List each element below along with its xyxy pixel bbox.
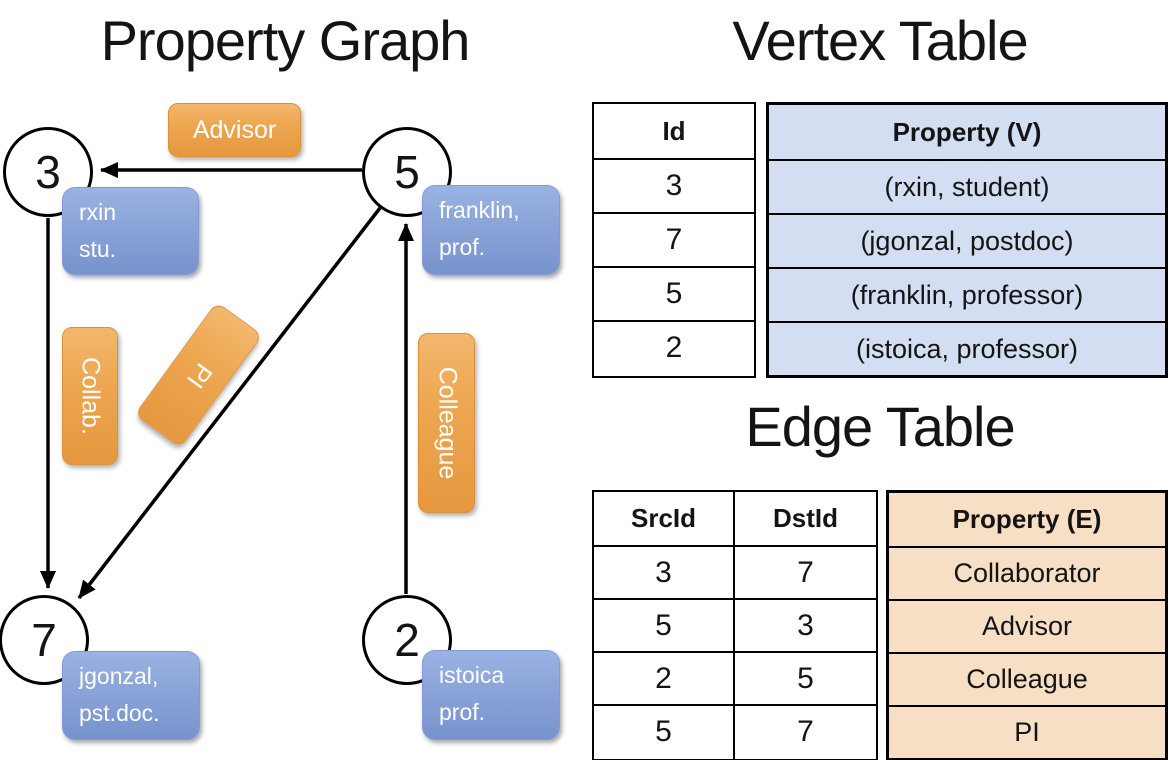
edge-arrow-5-to-7 — [77, 206, 382, 600]
edge-label-colleague: Colleague — [418, 333, 475, 513]
graph-node-2-id: 2 — [394, 614, 420, 666]
vertex-property-box-3: rxin stu. — [62, 187, 199, 275]
graph-node-5-id: 5 — [394, 146, 420, 198]
edge-label-pi-text: PI — [180, 357, 218, 394]
vertex-property-box-2-line1: istoica — [439, 662, 505, 688]
edge-table-title: Edge Table — [745, 395, 1015, 458]
vertex-table-id-column: Id 3 7 5 2 — [592, 102, 756, 378]
edge-table-row-property: Colleague — [889, 652, 1165, 705]
vertex-property-box-5: franklin, prof. — [422, 185, 560, 275]
vertex-property-box-5-line1: franklin, — [439, 197, 520, 223]
vertex-table-row-id: 7 — [594, 212, 754, 266]
vertex-table-row-id: 3 — [594, 158, 754, 212]
vertex-property-box-2: istoica prof. — [422, 650, 560, 740]
edge-table-header-dstid: DstId — [773, 503, 838, 533]
graph-node-3: 3 — [3, 127, 93, 217]
edge-table-row-property: Advisor — [889, 599, 1165, 652]
vertex-table-header-id: Id — [662, 115, 686, 146]
edge-table-row-property: Collaborator — [889, 546, 1165, 599]
edge-table-row-srcid: 3 — [594, 545, 733, 598]
graph-node-7-id: 7 — [31, 614, 57, 666]
vertex-property-box-7-line1: jgonzal, — [79, 663, 159, 689]
edge-table: SrcId 3 5 2 5 DstId 7 3 5 7 Property (E)… — [592, 490, 1168, 760]
vertex-table: Id 3 7 5 2 Property (V) (rxin, student) … — [592, 102, 1168, 378]
edge-label-collab-text: Collab. — [76, 357, 105, 435]
vertex-table-row-property: (istoica, professor) — [769, 321, 1165, 375]
edge-table-header-srcid: SrcId — [630, 503, 697, 533]
edge-table-property-column: Property (E) Collaborator Advisor Collea… — [886, 490, 1168, 760]
edge-label-advisor: Advisor — [168, 103, 301, 157]
edge-label-advisor-text: Advisor — [192, 115, 277, 144]
edge-table-row-property: PI — [889, 705, 1165, 758]
edge-table-dstid-column: DstId 7 3 5 7 — [735, 492, 876, 759]
edge-table-id-columns: SrcId 3 5 2 5 DstId 7 3 5 7 — [592, 490, 878, 760]
vertex-table-row-property: (franklin, professor) — [769, 267, 1165, 321]
edge-table-srcid-column: SrcId 3 5 2 5 — [594, 492, 735, 759]
edge-table-row-dstid: 3 — [735, 598, 876, 651]
edge-table-row-srcid: 5 — [594, 704, 733, 757]
vertex-table-row-property: (jgonzal, postdoc) — [769, 213, 1165, 267]
vertex-property-box-3-line2: stu. — [79, 236, 117, 262]
edge-table-row-dstid: 7 — [735, 704, 876, 757]
edge-table-row-dstid: 7 — [735, 545, 876, 598]
graph-node-3-id: 3 — [35, 146, 61, 198]
vertex-table-header-property: Property (V) — [769, 105, 1165, 159]
edge-table-row-dstid: 5 — [735, 651, 876, 704]
edge-label-colleague-text: Colleague — [433, 366, 461, 480]
vertex-table-row-property: (rxin, student) — [769, 159, 1165, 213]
vertex-table-property-column: Property (V) (rxin, student) (jgonzal, p… — [766, 102, 1168, 378]
edge-label-collab: Collab. — [62, 327, 118, 465]
vertex-table-row-id: 2 — [594, 320, 754, 374]
vertex-table-row-id: 5 — [594, 266, 754, 320]
edge-table-header-property: Property (E) — [889, 493, 1165, 546]
vertex-property-box-5-line2: prof. — [439, 234, 486, 260]
vertex-property-box-7: jgonzal, pst.doc. — [62, 651, 200, 740]
edge-table-row-srcid: 2 — [594, 651, 733, 704]
vertex-property-box-3-line1: rxin — [79, 199, 117, 225]
property-graph-title: Property Graph — [100, 9, 471, 72]
vertex-property-box-2-line2: prof. — [439, 699, 486, 725]
vertex-table-title: Vertex Table — [732, 9, 1028, 72]
vertex-property-box-7-line2: pst.doc. — [79, 700, 160, 726]
edge-table-row-srcid: 5 — [594, 598, 733, 651]
